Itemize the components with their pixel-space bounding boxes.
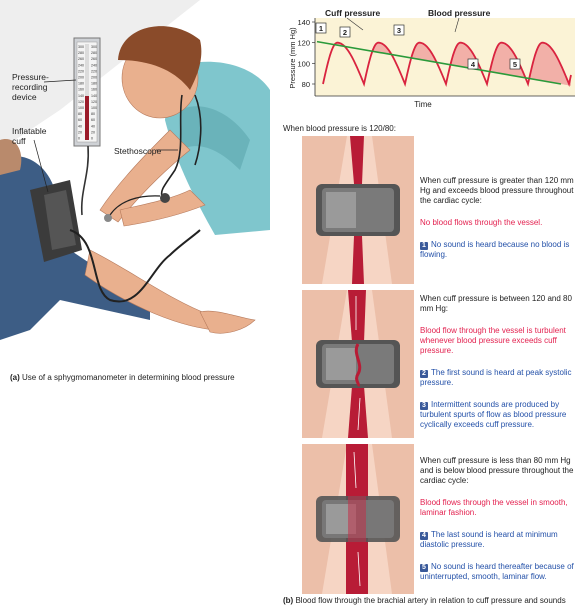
label-pressure-recording-device: Pressure-recording device — [12, 72, 60, 102]
section-1-condition: When cuff pressure is greater than 120 m… — [420, 176, 578, 206]
manometer-scale-label: 280 — [91, 51, 97, 55]
section-2-flow: Blood flow through the vessel is turbule… — [420, 326, 578, 356]
graph-marker-label: 1 — [319, 24, 323, 33]
manometer-scale-label: 80 — [78, 112, 82, 116]
vessel-illustration-1 — [302, 136, 414, 284]
graph-marker-label: 5 — [513, 60, 517, 69]
section-2-note-2: 2The first sound is heard at peak systol… — [420, 368, 578, 388]
marker-3-badge: 3 — [420, 402, 428, 410]
section-1-note-1: 1No sound is heard because no blood is f… — [420, 240, 578, 260]
manometer-scale-label: 60 — [91, 118, 95, 122]
caption-a-text: Use of a sphygmomanometer in determining… — [22, 373, 235, 382]
manometer-scale-label: 180 — [91, 82, 97, 86]
label-stethoscope: Stethoscope — [114, 146, 161, 156]
section-3: When cuff pressure is less than 80 mm Hg… — [420, 456, 578, 582]
manometer-scale-label: 140 — [91, 94, 97, 98]
caption-a-letter: (a) — [10, 373, 20, 382]
section-2-condition: When cuff pressure is between 120 and 80… — [420, 294, 578, 314]
section-2: When cuff pressure is between 120 and 80… — [420, 294, 578, 430]
marker-5-badge: 5 — [420, 564, 428, 572]
manometer-scale-label: 280 — [78, 51, 84, 55]
graph-title-cuff: Cuff pressure — [325, 8, 381, 18]
graph-ytick-label: 120 — [297, 39, 310, 48]
note-4-text: The last sound is heard at minimum diast… — [420, 530, 558, 549]
manometer-scale-label: 80 — [91, 112, 95, 116]
marker-4-badge: 4 — [420, 532, 428, 540]
caption-b-letter: (b) — [283, 596, 293, 605]
section-3-condition: When cuff pressure is less than 80 mm Hg… — [420, 456, 578, 486]
manometer-scale-label: 240 — [91, 63, 97, 67]
manometer-scale-label: 220 — [78, 69, 84, 73]
manometer-scale-label: 120 — [78, 100, 84, 104]
graph-title-blood: Blood pressure — [428, 8, 491, 18]
graph-ytick-label: 140 — [297, 18, 310, 27]
manometer-scale-label: 300 — [91, 45, 97, 49]
note-1-text: No sound is heard because no blood is fl… — [420, 240, 569, 259]
manometer-scale-label: 200 — [78, 76, 84, 80]
manometer-scale-label: 20 — [78, 130, 82, 134]
manometer-scale-label: 160 — [91, 88, 97, 92]
graph-marker-label: 2 — [343, 28, 347, 37]
note-2-text: The first sound is heard at peak systoli… — [420, 368, 572, 387]
note-3-text: Intermittent sounds are produced by turb… — [420, 400, 566, 429]
graph-ytick-label: 100 — [297, 59, 310, 68]
manometer-scale-label: 160 — [78, 88, 84, 92]
pressure-graph: Cuff pressure Blood pressure Pressure (m… — [283, 0, 578, 112]
manometer-scale-label: 0 — [78, 137, 80, 141]
manometer-scale-label: 140 — [78, 94, 84, 98]
caption-b-text: Blood flow through the brachial artery i… — [295, 596, 565, 605]
manometer-scale-label: 180 — [78, 82, 84, 86]
graph-xlabel: Time — [414, 100, 432, 109]
manometer-scale-label: 260 — [78, 57, 84, 61]
graph-ytick-label: 80 — [302, 80, 310, 89]
manometer-scale-label: 0 — [91, 137, 93, 141]
graph-marker-label: 3 — [397, 26, 401, 35]
section-2-note-3: 3Intermittent sounds are produced by tur… — [420, 400, 578, 430]
manometer-scale-label: 40 — [91, 124, 95, 128]
label-inflatable-cuff: Inflatable cuff — [12, 126, 52, 146]
note-5-text: No sound is heard thereafter because of … — [420, 562, 574, 581]
caption-a: (a) Use of a sphygmomanometer in determi… — [10, 373, 235, 383]
vessel-illustration-3 — [302, 444, 414, 594]
section-3-flow: Blood flows through the vessel in smooth… — [420, 498, 578, 518]
marker-2-badge: 2 — [420, 370, 428, 378]
manometer-scale-label: 40 — [78, 124, 82, 128]
section-3-note-5: 5No sound is heard thereafter because of… — [420, 562, 578, 582]
manometer-scale-label: 60 — [78, 118, 82, 122]
manometer-scale-label: 100 — [78, 106, 84, 110]
manometer-scale-label: 200 — [91, 76, 97, 80]
marker-1-badge: 1 — [420, 242, 428, 250]
manometer-scale-label: 300 — [78, 45, 84, 49]
manometer-scale-label: 20 — [91, 130, 95, 134]
manometer-scale-label: 260 — [91, 57, 97, 61]
manometer-scale-label: 100 — [91, 106, 97, 110]
sphygmomanometer-illustration: 3003002802802602602402402202202002001801… — [0, 0, 270, 370]
manometer-scale-label: 120 — [91, 100, 97, 104]
manometer-scale-label: 220 — [91, 69, 97, 73]
intro-text: When blood pressure is 120/80: — [283, 124, 396, 134]
caption-b: (b) Blood flow through the brachial arte… — [283, 596, 573, 606]
manometer-scale-label: 240 — [78, 63, 84, 67]
section-1: When cuff pressure is greater than 120 m… — [420, 176, 578, 260]
vessel-illustration-2 — [302, 290, 414, 438]
graph-ylabel: Pressure (mm Hg) — [288, 27, 297, 89]
section-3-note-4: 4The last sound is heard at minimum dias… — [420, 530, 578, 550]
section-1-flow: No blood flows through the vessel. — [420, 218, 578, 228]
